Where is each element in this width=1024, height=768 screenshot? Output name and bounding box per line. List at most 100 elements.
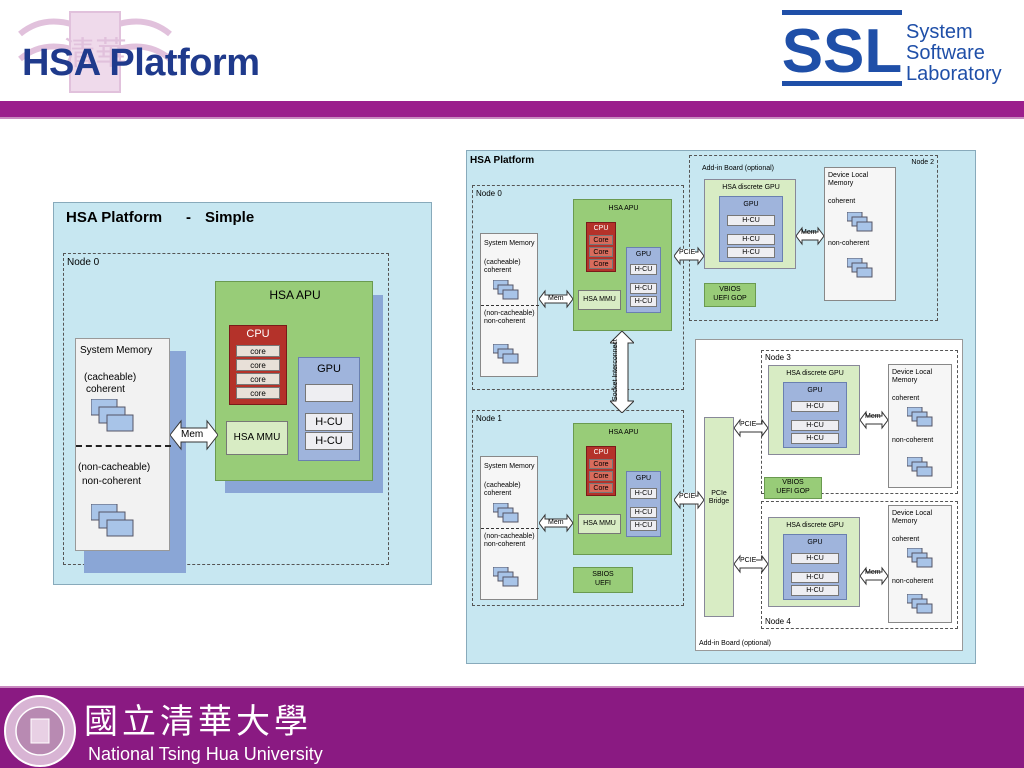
n0-hcu-3: H-CU <box>630 296 657 307</box>
n2-hcu-3: H-CU <box>727 247 775 258</box>
ssl-letters: SSL <box>782 17 902 86</box>
n2-noncoherent-pages-icon <box>847 258 873 278</box>
n3-pcie-label: PCIE <box>740 421 757 428</box>
simple-core-1: core <box>236 345 280 357</box>
n0-apu-label: HSA APU <box>608 205 639 212</box>
n2-coherent: coherent <box>828 198 856 205</box>
n4-hcu-3: H-CU <box>791 585 839 596</box>
simple-mem-label: Mem <box>181 429 204 440</box>
university-emblem-watermark: 清華 <box>18 11 172 93</box>
n2-vbios-line1: VBIOS <box>719 286 741 293</box>
n3-gpu: GPU H-CU H-CU H-CU <box>783 382 847 448</box>
n2-device-local-line1: Device Local <box>828 172 869 179</box>
simple-noncacheable: (non-cacheable) <box>78 462 151 473</box>
n1-hcu-2: H-CU <box>630 507 657 518</box>
n2-noncoherent: non-coherent <box>828 240 870 247</box>
n3-vbios: VBIOS UEFI GOP <box>764 477 822 499</box>
n2-device-local-mem: Device Local Memory coherent non-coheren… <box>824 167 896 301</box>
n0-gpu-label: GPU <box>635 251 652 258</box>
n2-device-local-line2: Memory <box>828 180 854 187</box>
n3-vbios-line1: VBIOS <box>782 479 804 486</box>
n1-hcu-3: H-CU <box>630 520 657 531</box>
n2-vbios: VBIOS UEFI GOP <box>704 283 756 307</box>
full-title: HSA Platform <box>470 155 535 166</box>
full-node1-label: Node 1 <box>476 414 502 423</box>
n3-hcu-2: H-CU <box>791 420 839 431</box>
n1-sbios: SBIOS UEFI <box>573 567 633 593</box>
n1-coherent: coherent <box>484 490 512 497</box>
n1-sysmem: System Memory (cacheable) coherent (non-… <box>480 456 539 600</box>
n1-mem-label: Mem <box>548 519 564 526</box>
university-name-english: National Tsing Hua University <box>88 744 323 764</box>
full-diagram: HSA Platform Node 0 Node 1 Add-in Board … <box>466 150 976 664</box>
n4-mem-arrow <box>860 566 888 586</box>
simple-coherent-pages-icon <box>91 399 134 432</box>
n0-gpu: GPU H-CU H-CU H-CU <box>626 247 661 313</box>
n2-gpu: GPU H-CU H-CU H-CU <box>719 196 783 262</box>
n4-hcu-2: H-CU <box>791 572 839 583</box>
n0-pcie-label: PCIE <box>679 249 696 256</box>
n4-device-local-line1: Device Local <box>892 510 933 517</box>
n0-core-1: Core <box>589 235 613 245</box>
n2-mem-arrow <box>796 226 824 246</box>
simple-gpu-label: GPU <box>317 363 341 375</box>
n1-noncoherent-pages-icon <box>493 567 519 587</box>
full-node2-label: Node 2 <box>911 159 934 166</box>
n0-coherent-pages-icon <box>493 280 519 300</box>
footer-divider-line <box>0 686 1024 688</box>
n0-mem-arrow <box>539 289 573 309</box>
n1-mem-arrow <box>539 513 573 533</box>
n1-apu-label: HSA APU <box>608 429 639 436</box>
n2-discrete-gpu: HSA discrete GPU GPU H-CU H-CU H-CU <box>704 179 796 269</box>
ssl-name-line1: System <box>906 21 973 43</box>
n3-device-local-line1: Device Local <box>892 369 933 376</box>
full-node0-label: Node 0 <box>476 189 502 198</box>
n4-noncoherent: non-coherent <box>892 578 934 585</box>
n4-hcu-1: H-CU <box>791 553 839 564</box>
simple-node0: Node 0 <box>63 253 389 565</box>
n4-gpu: GPU H-CU H-CU H-CU <box>783 534 847 600</box>
n3-mem-arrow <box>860 410 888 430</box>
n0-hcu-2: H-CU <box>630 283 657 294</box>
simple-cacheable: (cacheable) <box>84 372 137 383</box>
n0-core-3: Core <box>589 259 613 269</box>
simple-cpu: CPU core core core core <box>229 325 287 405</box>
n0-mmu-label: HSA MMU <box>583 296 616 303</box>
n0-coherent: coherent <box>484 267 512 274</box>
n0-sysmem-label: System Memory <box>484 240 535 247</box>
n0-hcu-1: H-CU <box>630 264 657 275</box>
n0-core-2: Core <box>589 247 613 257</box>
simple-noncoherent: non-coherent <box>82 476 141 487</box>
header-divider-line <box>0 117 1024 119</box>
n1-cpu: CPU Core Core Core <box>586 446 616 496</box>
n4-coherent-pages-icon <box>907 548 933 568</box>
n2-gpu-label: GPU <box>743 201 759 208</box>
full-addin-bottom-label: Add-in Board (optional) <box>699 640 771 647</box>
n4-gpu-label: GPU <box>807 539 823 546</box>
n1-core-2: Core <box>589 471 613 481</box>
university-seal-icon <box>4 695 76 767</box>
n4-discrete-gpu: HSA discrete GPU GPU H-CU H-CU H-CU <box>768 517 860 607</box>
page-title: HSA Platform <box>22 42 260 84</box>
ssl-name-line3: Laboratory <box>906 63 1002 85</box>
n4-mem-label: Mem <box>865 569 881 576</box>
n3-vbios-line2: UEFI GOP <box>776 488 810 495</box>
n2-mem-label: Mem <box>801 229 817 236</box>
n4-discrete-gpu-label: HSA discrete GPU <box>786 522 844 529</box>
simple-hcu-1: H-CU <box>305 413 353 431</box>
simple-memory-divider <box>76 445 171 447</box>
n3-discrete-gpu: HSA discrete GPU GPU H-CU H-CU H-CU <box>768 365 860 455</box>
n1-pcie-label: PCIE <box>679 493 696 500</box>
n2-vbios-line2: UEFI GOP <box>713 295 747 302</box>
simple-cpu-label: CPU <box>246 328 270 340</box>
n3-coherent-pages-icon <box>907 407 933 427</box>
simple-core-2: core <box>236 359 280 371</box>
n1-core-3: Core <box>589 483 613 493</box>
socket-interconnect-label: Socket Interconnect <box>612 339 619 401</box>
simple-mmu-label: HSA MMU <box>233 432 281 443</box>
simple-title: HSA Platform <box>66 209 163 226</box>
simple-gpu-slot <box>305 384 353 402</box>
n1-gpu: GPU H-CU H-CU H-CU <box>626 471 661 537</box>
ssl-logo: SSL <box>782 10 902 86</box>
pcie-bridge-line1: PCIe <box>711 490 727 497</box>
